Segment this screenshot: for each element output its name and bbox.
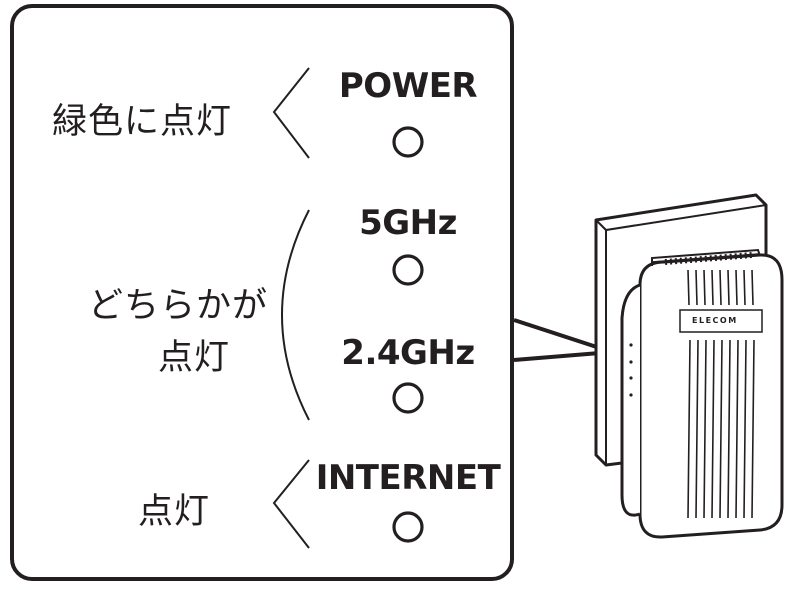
wifi-extender-device xyxy=(620,248,784,539)
brand-plate xyxy=(679,309,763,333)
device-ridge-line xyxy=(703,269,706,306)
device-brand-logo: ELECOM xyxy=(692,316,738,325)
device-ridge-line xyxy=(743,339,747,519)
device-ridge-line xyxy=(751,269,754,306)
wifi-status-text-line1: どちらかが xyxy=(88,286,269,326)
device-ridge-line xyxy=(703,339,707,519)
24ghz-led-label: 2.4GHz xyxy=(341,333,475,373)
device-ridge-line xyxy=(719,269,722,306)
wifi-status-text-line2: 点灯 xyxy=(158,338,231,378)
device-ridge-line xyxy=(743,269,746,306)
device-ridge-line xyxy=(751,339,755,519)
internet-led-icon xyxy=(392,511,424,543)
led-callout-box xyxy=(10,4,514,581)
device-ridge-line xyxy=(735,269,738,306)
device-ridge-line xyxy=(695,269,698,306)
device-ridge-line xyxy=(735,339,739,519)
device-ridge-line xyxy=(711,269,714,306)
device-ridge-line xyxy=(727,269,730,306)
5ghz-led-label: 5GHz xyxy=(359,203,457,243)
bracket-internet xyxy=(272,459,310,549)
power-led-icon xyxy=(392,126,424,158)
device-ridge-line xyxy=(695,339,699,519)
internet-status-text: 点灯 xyxy=(138,492,211,532)
bracket-power xyxy=(272,67,310,159)
power-status-text: 緑色に点灯 xyxy=(52,102,233,142)
device-ridge-line xyxy=(727,339,731,519)
device-led-dots xyxy=(629,343,633,397)
device-ridge-line xyxy=(687,339,691,519)
device-ridge-line xyxy=(687,269,690,306)
device-ridges xyxy=(687,269,755,519)
power-led-label: POWER xyxy=(338,66,478,106)
device-ridge-line xyxy=(719,339,723,519)
device-ridge-line xyxy=(711,339,715,519)
24ghz-led-icon xyxy=(392,382,424,414)
bracket-wifi xyxy=(281,209,310,421)
internet-led-label: INTERNET xyxy=(315,458,501,498)
5ghz-led-icon xyxy=(392,254,424,286)
